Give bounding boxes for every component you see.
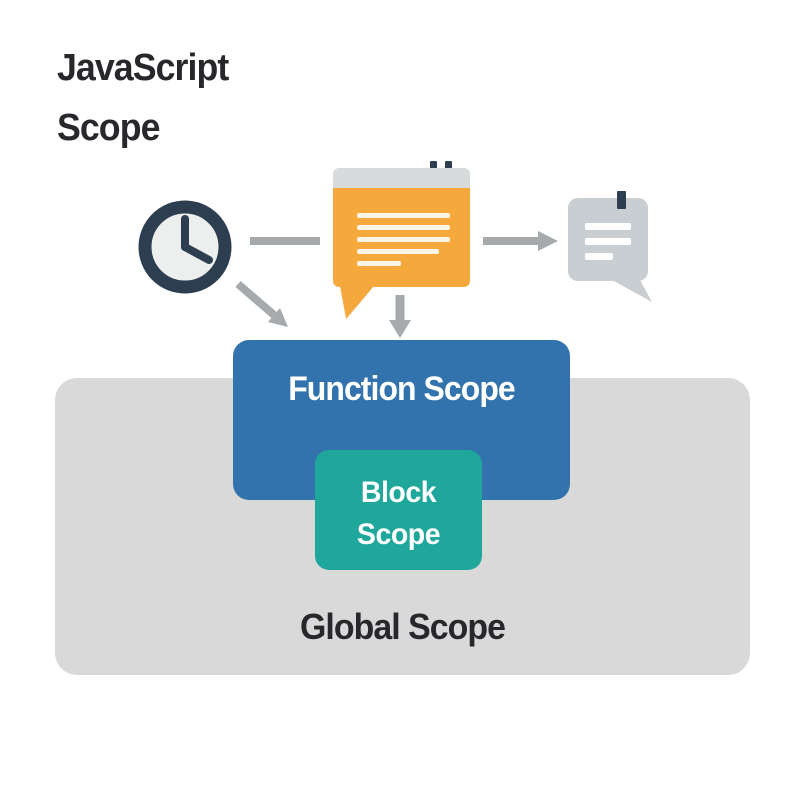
reply-bubble-tail	[612, 280, 652, 302]
block-scope-label-line-2: Scope	[356, 518, 441, 551]
chat-message-icon	[333, 161, 470, 319]
message-body	[333, 188, 470, 287]
text-line	[357, 237, 450, 242]
text-line	[585, 238, 631, 245]
clock-icon	[138, 200, 232, 294]
text-line	[357, 225, 450, 230]
text-line	[585, 223, 631, 230]
block-scope-label-line-1: Block	[360, 476, 437, 509]
reply-bookmark-tab-icon	[617, 191, 626, 209]
text-line	[585, 253, 613, 260]
clock-hour-hand	[181, 243, 213, 264]
text-line	[357, 261, 401, 266]
arrow-message-to-function-scope-icon	[389, 295, 411, 338]
text-line	[357, 249, 439, 254]
block-scope-box: Block Scope	[315, 450, 482, 570]
diagram-title: JavaScript Scope	[57, 38, 229, 158]
message-bubble-tail	[340, 286, 374, 319]
global-scope-label: Global Scope	[300, 606, 506, 647]
arrow-message-to-reply-icon	[483, 231, 558, 251]
title-line-2: Scope	[57, 107, 160, 149]
block-scope-label: Block Scope	[319, 472, 478, 556]
function-scope-label: Function Scope	[288, 370, 515, 408]
title-line-1: JavaScript	[57, 47, 229, 89]
text-line	[357, 213, 450, 218]
message-header-bar	[333, 168, 470, 188]
arrow-clock-to-function-scope-icon	[235, 280, 288, 327]
chat-reply-icon	[568, 191, 652, 302]
